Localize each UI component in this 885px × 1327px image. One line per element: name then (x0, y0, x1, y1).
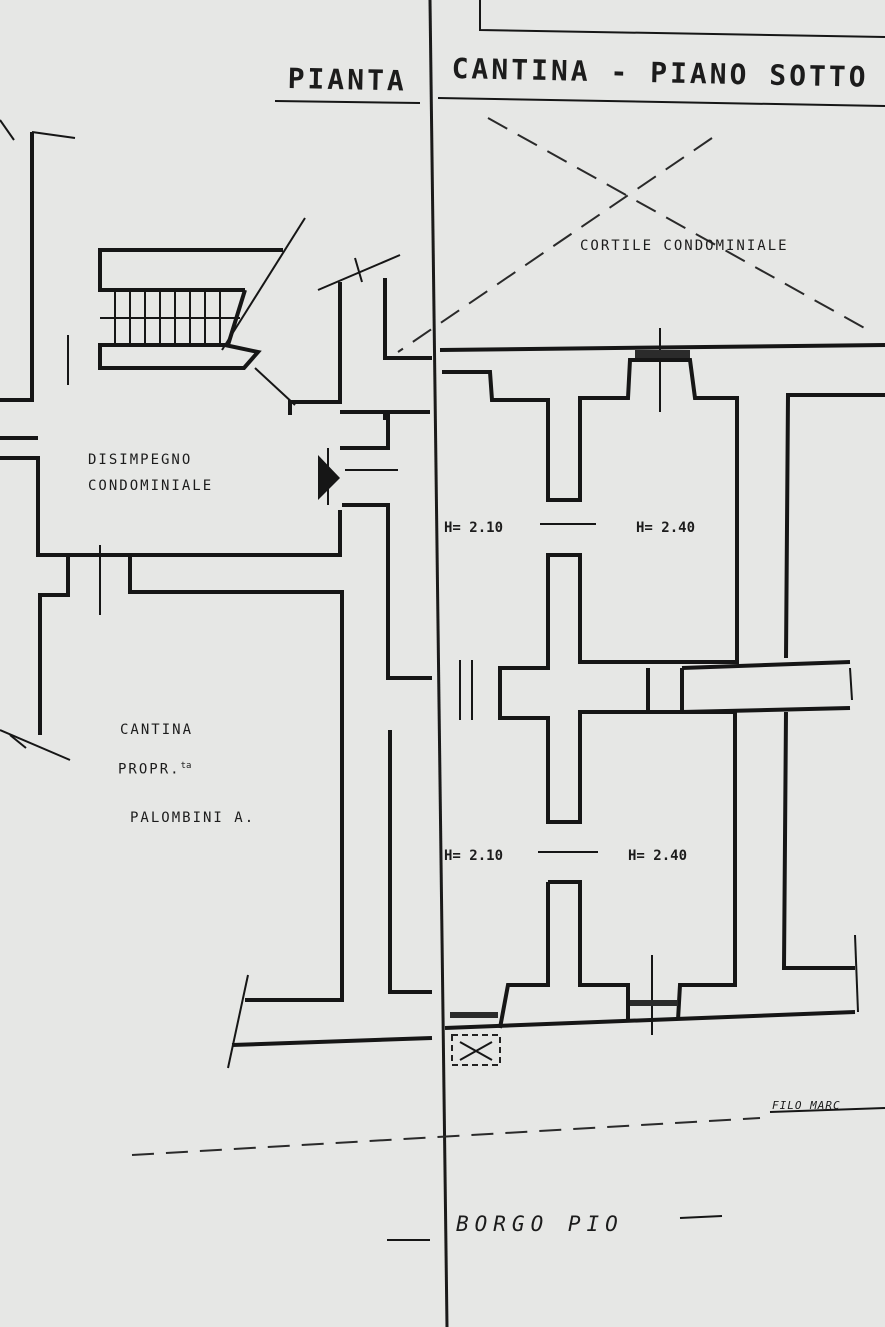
cellar-label-sup: ta (180, 761, 192, 771)
staircase (98, 217, 306, 406)
right-cellars-walls (439, 328, 885, 1066)
street-dash-right (679, 1215, 723, 1219)
cellar-label-line2: PROPR.ta (118, 761, 192, 778)
street-marker-label: FILO MARC (772, 1099, 841, 1112)
hall-label-line2: CONDOMINIALE (88, 478, 214, 494)
vent-grate-bottom (630, 1000, 678, 1006)
height-label-lower-left: H= 2.10 (444, 848, 504, 864)
height-label-upper-right: H= 2.40 (636, 520, 696, 536)
street-marker-underline (769, 1107, 885, 1113)
street-name-label: BORGO PIO (456, 1212, 624, 1236)
street-alignment-line (131, 1117, 761, 1156)
vent-grate-top (635, 350, 690, 358)
left-wing-walls (0, 119, 344, 1002)
courtyard-dash-2 (397, 137, 713, 353)
central-corridor-walls (227, 254, 433, 1069)
title-underline-left (274, 100, 421, 104)
cellar-label-line1: CANTINA (120, 722, 194, 738)
hall-label-line1: DISIMPEGNO (88, 452, 193, 468)
vent-grate-corner (450, 1012, 498, 1018)
entry-arrow (318, 455, 340, 500)
courtyard-dash-1 (487, 117, 869, 331)
paper-fold-line (428, 0, 449, 1327)
courtyard-label: CORTILE CONDOMINIALE (580, 238, 789, 254)
height-label-upper-left: H= 2.10 (444, 520, 504, 536)
plan-title-left: PIANTA (287, 62, 408, 98)
manhole (451, 1034, 501, 1066)
title-underline-right (437, 97, 885, 107)
cellar-owner-label: PALOMBINI A. (130, 810, 256, 826)
height-label-lower-right: H= 2.40 (628, 848, 688, 864)
header-box (479, 0, 885, 38)
